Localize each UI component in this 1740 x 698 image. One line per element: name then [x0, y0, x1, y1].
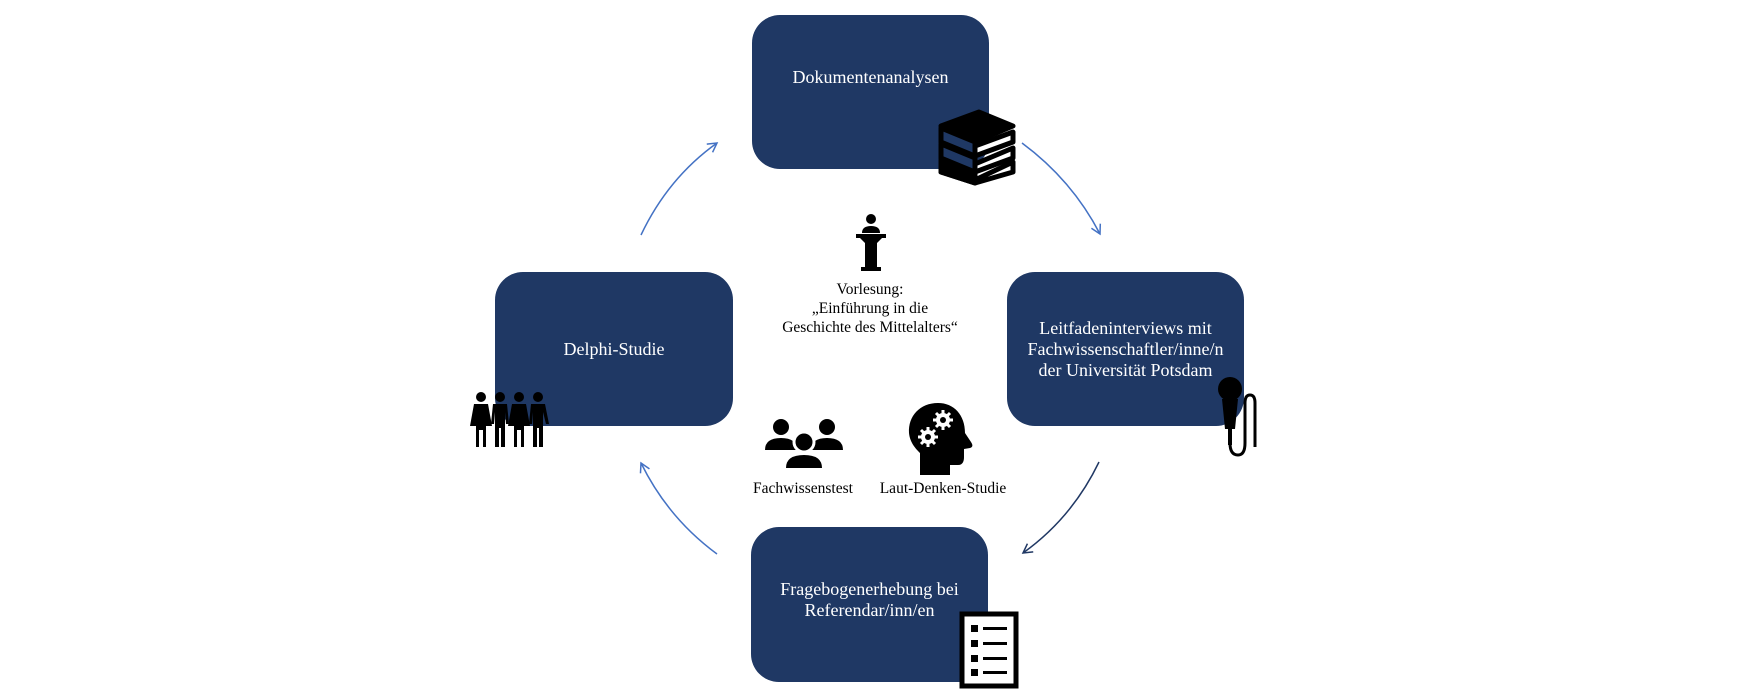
books-icon [938, 109, 1016, 186]
node-label: Delphi-Studie [563, 338, 665, 359]
center-item-laut-denken-studie: Laut-Denken-Studie [879, 480, 1007, 497]
node-fragebogenerhebung: Fragebogenerhebung bei Referendar/inn/en [751, 527, 988, 682]
arrow-left-to-top [640, 142, 719, 236]
center-item-fachwissenstest: Fachwissenstest [753, 480, 853, 497]
arrow-top-to-right [1021, 142, 1102, 236]
arrow-right-to-bottom [1021, 461, 1100, 554]
node-label: Fragebogenerhebung bei Referendar/inn/en [780, 578, 959, 620]
lectern-speaker-icon [856, 214, 886, 271]
node-label: Leitfadeninterviews mit Fachwissenschaft… [1027, 317, 1224, 380]
node-label: Dokumentenanalysen [792, 66, 949, 87]
head-gears-icon [908, 403, 973, 475]
users-icon [765, 419, 843, 468]
center-item-vorlesung: Vorlesung: „Einführung in die Geschichte… [782, 281, 958, 336]
people-group-icon [470, 392, 549, 447]
microphone-icon [1218, 377, 1257, 457]
checklist-icon [959, 611, 1019, 689]
arrow-bottom-to-left [639, 461, 718, 555]
node-leitfadeninterviews: Leitfadeninterviews mit Fachwissenschaft… [1007, 272, 1244, 426]
